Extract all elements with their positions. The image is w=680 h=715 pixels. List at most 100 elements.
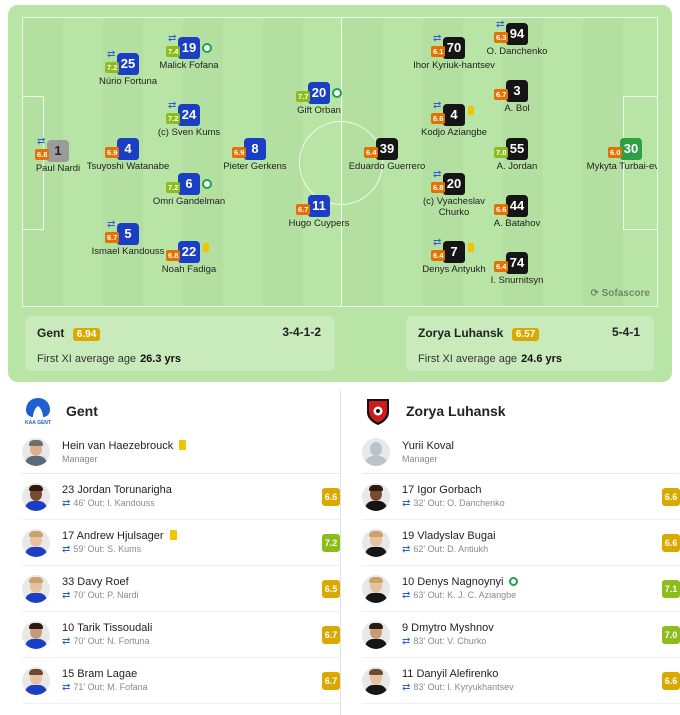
- shirt-icon: 44: [506, 195, 528, 217]
- substitute-rating-badge: 6.7: [322, 671, 340, 690]
- away-age-label: First XI average age: [418, 353, 518, 365]
- away-manager-label: Manager: [402, 453, 438, 464]
- shirt-icon: 19: [178, 37, 200, 59]
- player-name: Núrio Fortuna: [98, 76, 158, 87]
- player-rating-badge: 6.9: [232, 147, 247, 158]
- substitute-row[interactable]: 11 Danyil Alefirenko ⇄83' Out: I. Kyryukh…: [362, 658, 680, 704]
- substitute-name: 17 Igor Gorbach: [402, 483, 662, 497]
- substitution-detail-text: 32' Out: O. Danchenko: [413, 498, 505, 508]
- away-age-value: 24.6 yrs: [521, 353, 563, 365]
- player-name: Noah Fadiga: [161, 264, 217, 275]
- away-bench-header[interactable]: Zorya Luhansk: [362, 388, 680, 434]
- substitution-icon: ⇄: [62, 590, 71, 601]
- shirt-icon: 5: [117, 223, 139, 245]
- player-avatar: [22, 482, 50, 511]
- away-team-summary[interactable]: Zorya Luhansk 6.57 5-4-1 First XI averag…: [406, 316, 654, 371]
- substitution-icon: ⇄: [62, 682, 71, 693]
- player-avatar: [22, 666, 50, 695]
- substitution-detail-text: 83' Out: I. Kyryukhantsev: [413, 682, 514, 692]
- player-rating-badge: 6.0: [608, 147, 623, 158]
- substitution-icon: ⇄: [433, 100, 442, 111]
- home-manager-row[interactable]: Hein van Haezebrouck Manager: [22, 434, 340, 474]
- player-avatar: [362, 666, 390, 695]
- substitution-detail: ⇄71' Out: M. Fofana: [62, 681, 322, 694]
- substitute-name-text: 33 Davy Roef: [62, 576, 129, 588]
- player-avatar: [22, 620, 50, 649]
- player-rating-badge: 6.7: [494, 89, 509, 100]
- shirt-icon: 94: [506, 23, 528, 45]
- player-name: Pieter Gerkens: [223, 161, 287, 172]
- player-rating-badge: 6.4: [494, 261, 509, 272]
- player-name: A. Batahov: [493, 218, 541, 229]
- substitute-row[interactable]: 10 Denys Nagnoynyi⇄63' Out: K. J. C. Azi…: [362, 566, 680, 612]
- substitution-detail-text: 63' Out: K. J. C. Aziangbe: [413, 590, 517, 600]
- player-rating-badge: 7.2: [166, 113, 181, 124]
- home-formation: 3-4-1-2: [282, 325, 321, 339]
- substitute-row[interactable]: 23 Jordan Torunarigha⇄46' Out: I. Kandou…: [22, 474, 340, 520]
- substitution-icon: ⇄: [402, 498, 411, 509]
- home-bench-team-name: Gent: [66, 403, 98, 419]
- substitute-name-text: 11 Danyil Alefirenko: [402, 668, 499, 680]
- substitution-icon: ⇄: [62, 544, 71, 555]
- shirt-icon: 39: [376, 138, 398, 160]
- substitution-icon: ⇄: [402, 682, 411, 693]
- player-rating-badge: 6.4: [364, 147, 379, 158]
- substitute-name-text: 9 Dmytro Myshnov: [402, 622, 494, 634]
- substitution-icon: ⇄: [62, 636, 71, 647]
- player-name: Denys Antyukh: [422, 264, 486, 275]
- substitution-detail: ⇄63' Out: K. J. C. Aziangbe: [402, 589, 662, 602]
- away-bench-column: Zorya Luhansk Yurii Koval Manager 17 Igo…: [362, 388, 680, 704]
- away-team-name: Zorya Luhansk: [418, 326, 504, 340]
- home-bench-header[interactable]: KAA GENT Gent: [22, 388, 340, 434]
- player-rating-badge: 7.0: [494, 147, 509, 158]
- substitute-name: 9 Dmytro Myshnov: [402, 621, 662, 635]
- sofascore-watermark: ⟳ Sofascore: [590, 288, 650, 299]
- shirt-icon: 4: [443, 104, 465, 126]
- substitute-name: 10 Denys Nagnoynyi: [402, 575, 662, 589]
- shirt-icon: 30: [620, 138, 642, 160]
- player-name: Malick Fofana: [159, 60, 219, 71]
- substitute-name-text: 10 Denys Nagnoynyi: [402, 576, 504, 588]
- player-name: A. Jordan: [496, 161, 538, 172]
- player-rating-badge: 7.2: [166, 182, 181, 193]
- substitution-detail-text: 62' Out: D. Antiukh: [413, 544, 489, 554]
- substitute-name-text: 17 Igor Gorbach: [402, 484, 482, 496]
- shirt-icon: 70: [443, 37, 465, 59]
- shirt-icon: 74: [506, 252, 528, 274]
- away-manager-row[interactable]: Yurii Koval Manager: [362, 434, 680, 474]
- shirt-icon: 20: [443, 173, 465, 195]
- shirt-icon: 20: [308, 82, 330, 104]
